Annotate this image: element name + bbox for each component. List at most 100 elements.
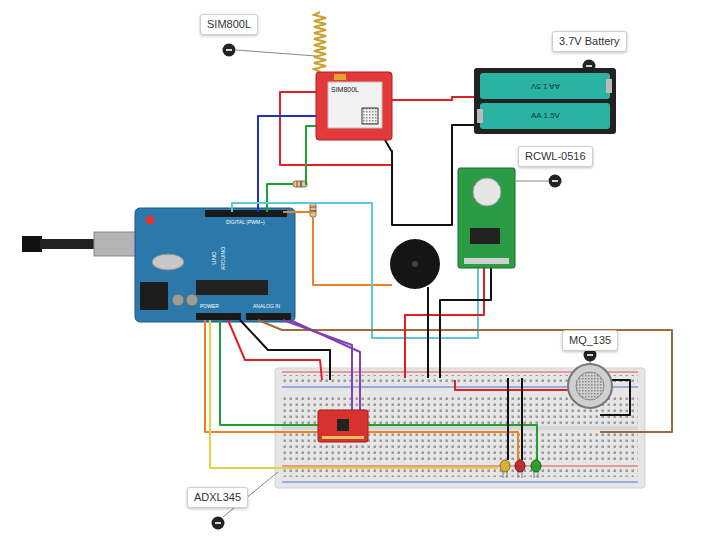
wires-part	[240, 320, 330, 380]
callout-box: RCWL-0516	[518, 146, 593, 167]
wires-part	[283, 212, 392, 285]
resistor-part	[310, 203, 316, 217]
callout-text: RCWL-0516	[525, 150, 586, 162]
part-marking: POWER	[200, 304, 219, 309]
resistor-part	[301, 181, 302, 187]
battery-holder-part	[477, 109, 483, 123]
callout-pin-part	[212, 517, 225, 530]
arduino-uno	[22, 208, 295, 322]
callout-pin-part	[587, 354, 593, 356]
wires-part	[258, 116, 318, 212]
sim800l-module	[314, 12, 392, 140]
part-marking: AA 1.5V	[531, 112, 560, 120]
part-marking: DIGITAL (PWM~)	[226, 220, 265, 225]
mq135-sensor-part	[576, 372, 604, 400]
breadboard-part	[282, 482, 638, 483]
leader-line-part	[236, 50, 316, 56]
wires-part	[392, 97, 478, 100]
callout-pin	[212, 44, 597, 530]
callout-pin-part	[583, 60, 596, 73]
callout-pin-part	[549, 175, 562, 188]
callout-pin-part	[223, 44, 236, 57]
rcwl-0516-sensor-part	[473, 178, 501, 206]
part-marking: UNO	[211, 251, 217, 264]
battery-holder	[474, 68, 616, 134]
breadboard-part	[282, 466, 638, 467]
wires-part	[283, 320, 352, 410]
callout-pin-part	[552, 180, 558, 182]
callout-text: ADXL345	[194, 491, 241, 503]
breadboard-part	[282, 469, 638, 477]
arduino-uno-part	[40, 239, 96, 249]
buzzer-part	[412, 261, 418, 267]
wires-part	[232, 203, 478, 338]
battery-holder-part	[474, 68, 616, 134]
callout-pin-part	[586, 65, 592, 67]
adxl345-board	[318, 410, 368, 442]
callout-pin-part	[215, 522, 221, 524]
buzzer	[390, 239, 440, 289]
arduino-uno-part	[22, 236, 42, 252]
led	[500, 460, 541, 478]
wires-part	[507, 378, 509, 460]
sim800l-module-part	[314, 12, 326, 72]
sim800l-module-part	[334, 74, 346, 80]
battery-holder-part	[480, 103, 610, 129]
adxl345-board-part	[322, 436, 364, 439]
part-marking: SIM800L	[331, 86, 359, 93]
arduino-uno-part	[196, 280, 268, 295]
callout-text: SIM800L	[207, 18, 251, 30]
led-part	[531, 460, 541, 472]
battery-holder-part	[480, 73, 610, 99]
arduino-uno-part	[152, 254, 184, 270]
wires-part	[290, 320, 360, 410]
breadboard-part	[282, 432, 638, 462]
part-marking: ANALOG IN	[253, 304, 280, 309]
wires-part	[427, 287, 429, 378]
callout-box: ADXL345	[187, 487, 248, 508]
rcwl-0516-sensor-part	[464, 258, 509, 264]
adxl345-board-part	[318, 410, 368, 442]
part-marking: ARDUINO	[221, 247, 226, 270]
rcwl-0516-sensor-part	[470, 228, 500, 244]
arduino-uno-part	[146, 216, 155, 225]
led-part	[515, 460, 525, 472]
mq135-sensor	[568, 364, 612, 408]
rcwl-0516-sensor-part	[458, 168, 515, 268]
sim800l-module-part	[328, 82, 382, 128]
resistor-part	[310, 207, 316, 208]
wires-part	[521, 378, 523, 460]
breadboard-part	[275, 368, 645, 488]
wires-part	[455, 380, 580, 400]
leader-line	[223, 50, 590, 517]
callout-box: 3.7V Battery	[552, 31, 627, 52]
leader-line-part	[516, 181, 548, 182]
battery-holder-part	[606, 79, 612, 93]
led-part	[500, 460, 510, 472]
arduino-uno-part	[94, 232, 138, 256]
arduino-uno-part	[140, 282, 168, 310]
callout-text: 3.7V Battery	[559, 35, 620, 47]
wires-part	[267, 126, 318, 212]
wires	[205, 92, 672, 468]
arduino-uno-part	[246, 313, 291, 320]
arduino-uno-part	[186, 294, 198, 306]
buzzer-part	[390, 239, 440, 289]
arduino-uno-part	[205, 210, 287, 217]
part-marking: AA 1.5V	[531, 82, 560, 90]
callout-pin-part	[226, 49, 232, 51]
callout-box: SIM800L	[200, 14, 258, 35]
rcwl-0516-sensor	[458, 168, 515, 268]
adxl345-board-part	[337, 419, 349, 431]
mq135-sensor-part	[568, 364, 612, 408]
resistor-part	[297, 181, 298, 187]
sim800l-module-part	[316, 72, 392, 140]
resistor-part	[293, 181, 307, 187]
wires-part	[210, 320, 498, 468]
callout-box: MQ_135	[562, 330, 618, 351]
breadboard	[275, 368, 645, 488]
sim800l-module-part	[362, 108, 378, 124]
wires-part	[440, 268, 491, 378]
